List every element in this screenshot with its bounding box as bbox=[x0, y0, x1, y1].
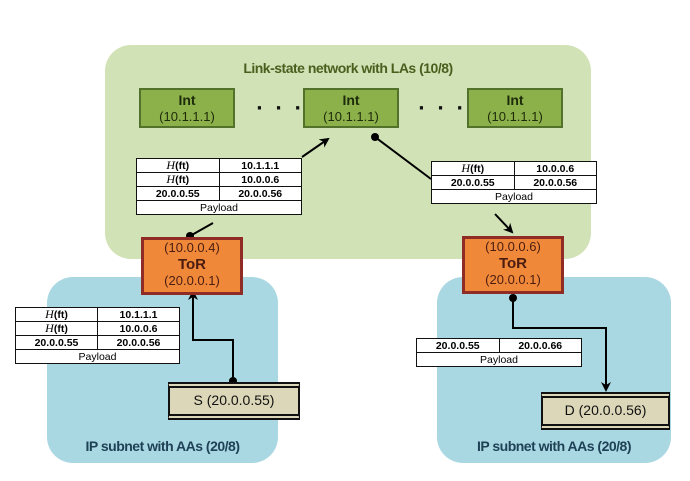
packet-source-out: H(ft) 10.1.1.1 H(ft) 10.0.0.6 20.0.0.55 … bbox=[15, 307, 180, 364]
header-field: H(ft) bbox=[136, 172, 220, 187]
payload-cell: Payload bbox=[416, 352, 582, 367]
int-switch-label: Int bbox=[342, 92, 360, 108]
packet-header-row: H(ft) 10.0.0.6 bbox=[15, 321, 180, 336]
destination-host: D (20.0.0.56) bbox=[541, 392, 670, 430]
dst-address: 20.0.0.56 bbox=[218, 186, 302, 201]
packet-header-row: H(ft) 10.0.0.6 bbox=[431, 161, 597, 176]
packet-header-row: H(ft) 10.1.1.1 bbox=[15, 307, 180, 322]
dst-address: 20.0.0.56 bbox=[97, 335, 180, 350]
packet-address-row: 20.0.0.55 20.0.0.56 bbox=[136, 186, 302, 201]
payload-cell: Payload bbox=[136, 200, 302, 215]
src-address: 20.0.0.55 bbox=[15, 335, 98, 350]
tor-aa-address: (20.0.0.1) bbox=[485, 272, 541, 287]
packet-header-row: H(ft) 10.0.0.6 bbox=[136, 172, 302, 187]
int-switch-2: Int (10.1.1.1) bbox=[303, 88, 399, 128]
int-switch-address: (10.1.1.1) bbox=[323, 109, 379, 124]
payload-cell: Payload bbox=[15, 349, 180, 364]
ip-subnet-left-title: IP subnet with AAs (20/8) bbox=[85, 438, 240, 454]
dst-address: 20.0.0.56 bbox=[513, 175, 597, 190]
packet-address-row: 20.0.0.55 20.0.0.56 bbox=[15, 335, 180, 350]
link-right-tor-dot bbox=[509, 294, 517, 302]
tor-label: ToR bbox=[177, 256, 207, 273]
tor-switch-left: (10.0.0.4) ToR (20.0.0.1) bbox=[141, 237, 243, 295]
packet-header-row: H(ft) 10.1.1.1 bbox=[136, 158, 302, 173]
packet-tor-to-dest: 20.0.0.55 20.0.0.66 Payload bbox=[416, 338, 582, 367]
int-switch-1: Int (10.1.1.1) bbox=[139, 88, 235, 128]
link-state-network-region: Link-state network with LAs (10/8) bbox=[105, 45, 591, 259]
tor-label: ToR bbox=[498, 255, 528, 272]
link-packet-to-right-tor bbox=[494, 213, 514, 234]
ellipsis-right: · · · bbox=[418, 98, 467, 119]
dst-address: 20.0.0.66 bbox=[498, 338, 582, 353]
src-address: 20.0.0.55 bbox=[416, 338, 500, 353]
int-switch-address: (10.1.1.1) bbox=[487, 109, 543, 124]
ip-subnet-right-region: IP subnet with AAs (20/8) bbox=[437, 277, 671, 463]
header-field: H(ft) bbox=[136, 158, 220, 173]
int-switch-label: Int bbox=[506, 92, 524, 108]
tor-switch-right: (10.0.0.6) ToR (20.0.0.1) bbox=[462, 236, 564, 294]
ellipsis-left: · · · bbox=[256, 98, 305, 119]
header-value: 10.1.1.1 bbox=[218, 158, 302, 173]
tor-la-address: (10.0.0.6) bbox=[485, 239, 541, 254]
header-value: 10.0.0.6 bbox=[513, 161, 597, 176]
source-host: S (20.0.0.55) bbox=[168, 382, 300, 420]
header-field: H(ft) bbox=[15, 321, 98, 336]
tor-aa-address: (20.0.0.1) bbox=[164, 273, 220, 288]
packet-int-to-tor: H(ft) 10.0.0.6 20.0.0.55 20.0.0.56 Paylo… bbox=[431, 161, 597, 204]
link-right-tor-to-dest bbox=[512, 298, 611, 392]
ip-subnet-right-title: IP subnet with AAs (20/8) bbox=[477, 438, 631, 454]
header-value: 10.0.0.6 bbox=[218, 172, 302, 187]
link-left-tor-to-int bbox=[189, 222, 214, 237]
int-switch-label: Int bbox=[178, 92, 196, 108]
packet-address-row: 20.0.0.55 20.0.0.66 bbox=[416, 338, 582, 353]
header-field: H(ft) bbox=[431, 161, 515, 176]
src-address: 20.0.0.55 bbox=[136, 186, 220, 201]
link-state-network-title: Link-state network with LAs (10/8) bbox=[243, 60, 453, 76]
header-value: 10.1.1.1 bbox=[97, 307, 180, 322]
payload-cell: Payload bbox=[431, 189, 597, 204]
int-switch-3: Int (10.1.1.1) bbox=[467, 88, 563, 128]
link-int-dot bbox=[371, 133, 379, 141]
int-switch-address: (10.1.1.1) bbox=[159, 109, 215, 124]
link-packet-to-int bbox=[301, 137, 330, 158]
tor-la-address: (10.0.0.4) bbox=[164, 240, 220, 255]
header-value: 10.0.0.6 bbox=[97, 321, 180, 336]
packet-address-row: 20.0.0.55 20.0.0.56 bbox=[431, 175, 597, 190]
link-source-to-left-tor bbox=[188, 290, 234, 381]
src-address: 20.0.0.55 bbox=[431, 175, 515, 190]
packet-tor-to-int: H(ft) 10.1.1.1 H(ft) 10.0.0.6 20.0.0.55 … bbox=[136, 158, 302, 215]
header-field: H(ft) bbox=[15, 307, 98, 322]
link-int-to-packet bbox=[374, 136, 432, 180]
